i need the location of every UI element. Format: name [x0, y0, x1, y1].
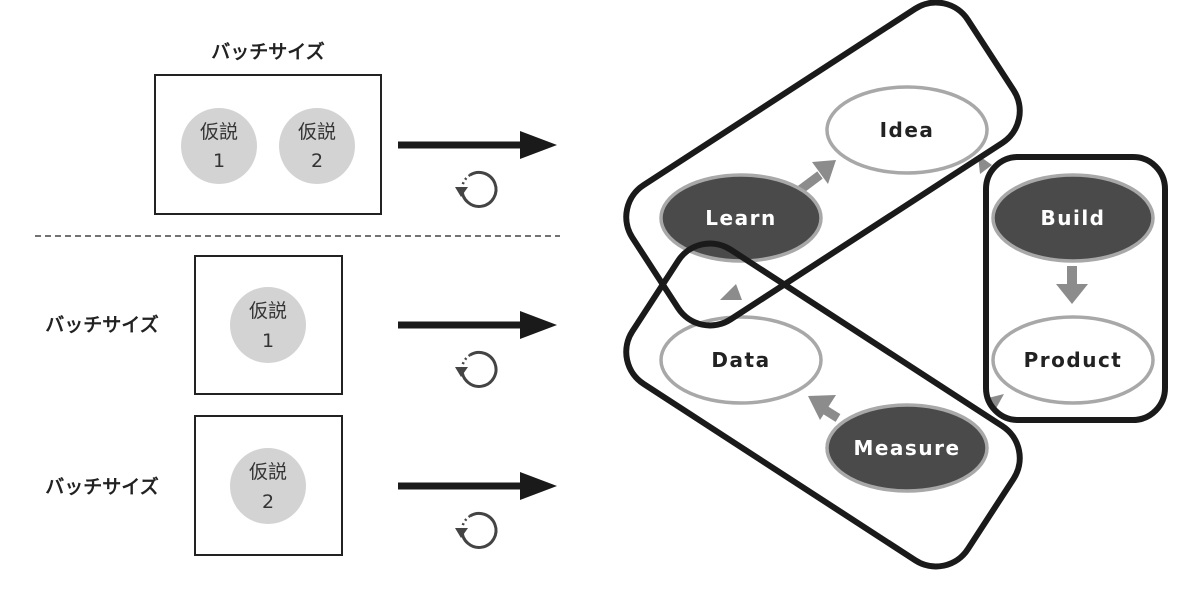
hypothesis-1-middle: 仮説 1 [230, 287, 306, 363]
batch-box-middle [194, 255, 343, 395]
node-label-build: Build [1040, 206, 1105, 230]
batch-box-bottom [194, 415, 343, 556]
cycle-icon-top [455, 170, 498, 208]
hypothesis-number: 2 [311, 150, 323, 172]
batch-size-label-middle: バッチサイズ [45, 313, 158, 336]
cycle-icon-bottom [455, 511, 498, 549]
frame-data-measure [623, 240, 1023, 570]
node-measure: Measure [825, 403, 989, 493]
hypothesis-2-top: 仮説 2 [279, 108, 355, 184]
hypothesis-label: 仮説 [200, 121, 238, 143]
hypothesis-label: 仮説 [298, 121, 336, 143]
arrow-right-top [398, 131, 557, 159]
node-label-product: Product [1024, 348, 1123, 372]
cycle-arrow-data-to-learn [720, 284, 742, 300]
node-build: Build [991, 173, 1155, 263]
batch-box-top [154, 74, 382, 215]
node-label-learn: Learn [705, 206, 776, 230]
hypothesis-number: 2 [262, 491, 274, 513]
hypothesis-label: 仮説 [249, 461, 287, 483]
cycle-arrow-learn-to-idea [797, 160, 836, 194]
cycle-icon-middle [455, 350, 498, 388]
hypothesis-label: 仮説 [249, 300, 287, 322]
arrow-right-bottom [398, 472, 557, 500]
hypothesis-1-top: 仮説 1 [181, 108, 257, 184]
batch-size-label-bottom: バッチサイズ [45, 475, 158, 498]
node-product: Product [991, 315, 1155, 405]
node-label-idea: Idea [880, 118, 935, 142]
frame-build-product [983, 154, 1168, 423]
node-label-data: Data [711, 348, 770, 372]
hypothesis-2-bottom: 仮説 2 [230, 448, 306, 524]
cycle-arrow-build-to-product [1056, 266, 1088, 304]
cycle-arrow-measure-to-data [808, 395, 841, 422]
node-label-measure: Measure [853, 436, 960, 460]
arrow-right-middle [398, 311, 557, 339]
hypothesis-number: 1 [213, 150, 225, 172]
node-learn: Learn [659, 173, 823, 263]
batch-size-label-top: バッチサイズ [211, 40, 324, 63]
hypothesis-number: 1 [262, 330, 274, 352]
node-data: Data [659, 315, 823, 405]
cycle-arrow-product-to-measure [988, 394, 1004, 412]
frame-learn-idea [623, 0, 1023, 329]
node-idea: Idea [825, 85, 989, 175]
